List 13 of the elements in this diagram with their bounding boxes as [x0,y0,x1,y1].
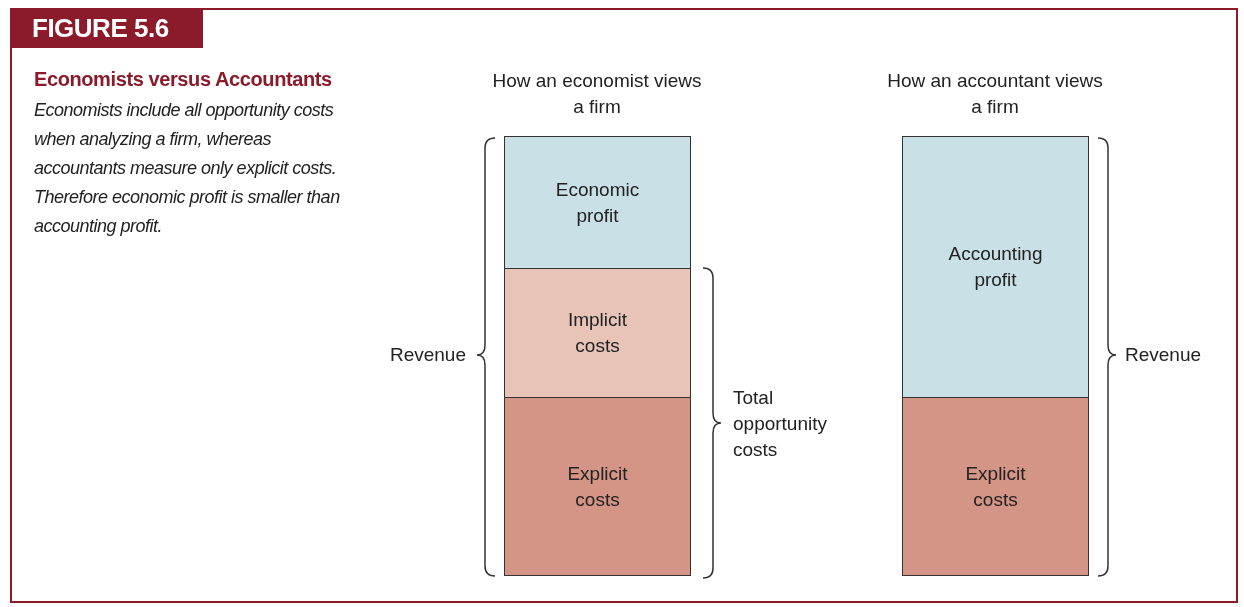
column-heading: How an economist views a firm [491,69,703,119]
brace-label: Revenue [388,343,466,367]
cost-segment: Explicit costs [902,397,1089,576]
brace-label: Revenue [1125,343,1203,367]
column-heading: How an accountant views a firm [886,69,1104,119]
profit-segment: Accounting profit [902,136,1089,398]
figure-heading: Economists versus Accountants [34,67,333,92]
figure-badge: FIGURE 5.6 [12,8,203,48]
figure-description: Economists include all opportunity costs when analyzing a firm, whereas accountants measure only explicit costs. Therefore economic profit is smaller than accounting profit. [34,99,341,238]
brace-label: Total opportunity costs [733,386,828,462]
cost-segment: Explicit costs [504,397,691,576]
cost-segment: Implicit costs [504,268,691,398]
profit-segment: Economic profit [504,136,691,269]
